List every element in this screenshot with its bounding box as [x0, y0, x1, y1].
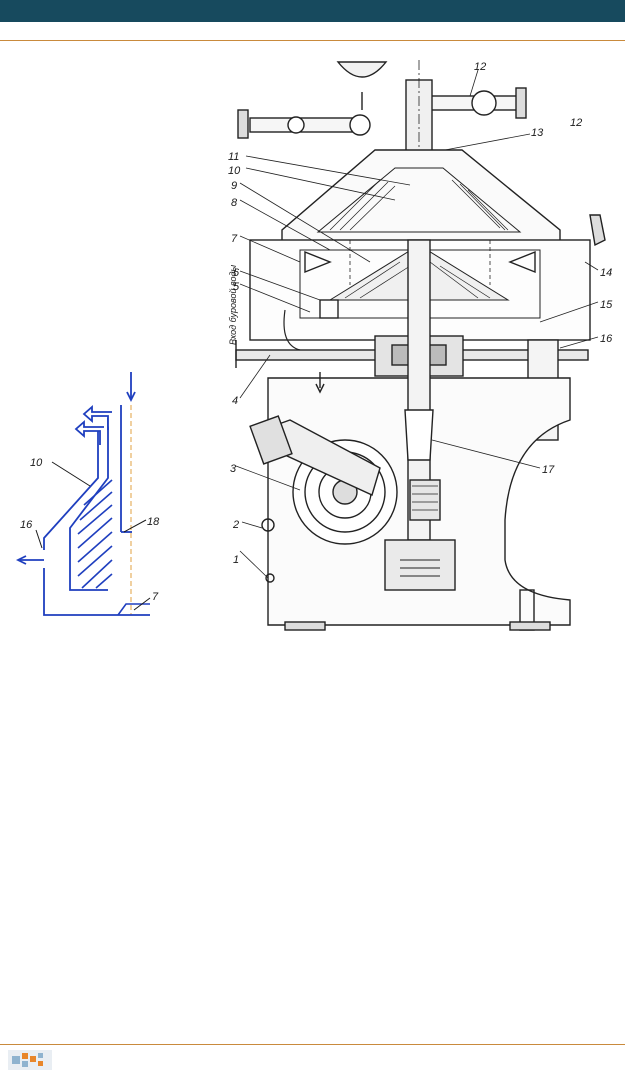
disc-stack — [77, 479, 113, 589]
outlet-arrow-2 — [74, 420, 104, 445]
callout-leaders — [235, 69, 599, 579]
schematic-label-10: 10 — [30, 457, 43, 469]
worm-gear — [409, 479, 441, 521]
callout-17: 17 — [542, 464, 555, 476]
inlet-arrow-head — [126, 391, 136, 403]
header-rule — [0, 40, 625, 41]
header-bar — [0, 0, 625, 22]
flow-schematic — [15, 372, 151, 616]
bowl-wall — [43, 430, 99, 550]
callout-3: 3 — [230, 463, 237, 475]
schematic-label-7: 7 — [152, 591, 159, 603]
callout-4: 4 — [232, 395, 238, 407]
footer-rule — [0, 1044, 625, 1045]
schematic-label-18: 18 — [147, 516, 160, 528]
callout-13: 13 — [531, 127, 544, 139]
disc-holder — [69, 418, 109, 591]
callout-14: 14 — [600, 267, 612, 279]
callout-6: 6 — [233, 267, 240, 279]
lower-bearing — [384, 539, 456, 591]
bowl-rotor — [299, 249, 541, 319]
bowl-bottom — [43, 568, 150, 616]
callout-9: 9 — [231, 180, 237, 192]
callout-15: 15 — [600, 299, 613, 311]
cover-clamp — [589, 214, 606, 247]
inlet-pipe-left — [249, 117, 361, 133]
callout-16: 16 — [600, 333, 613, 345]
water-inlet-inscription: Вход буровой воды — [228, 265, 238, 345]
schematic-label-16: 16 — [20, 519, 33, 531]
callout-12-right: 12 — [570, 117, 582, 129]
centrifuge-cross-section — [235, 60, 606, 631]
sight-glass — [336, 61, 388, 78]
callout-12-top: 12 — [474, 61, 486, 73]
bowl-cover — [281, 149, 561, 251]
callout-11: 11 — [228, 151, 239, 163]
callout-8: 8 — [231, 197, 238, 209]
callout-1: 1 — [233, 554, 239, 566]
callout-10: 10 — [228, 165, 241, 177]
callout-7: 7 — [231, 233, 238, 245]
callout-5: 5 — [233, 281, 240, 293]
outlet-arrow-1 — [82, 405, 112, 430]
publisher-logo-icon — [8, 1050, 52, 1070]
callout-2: 2 — [232, 519, 239, 531]
